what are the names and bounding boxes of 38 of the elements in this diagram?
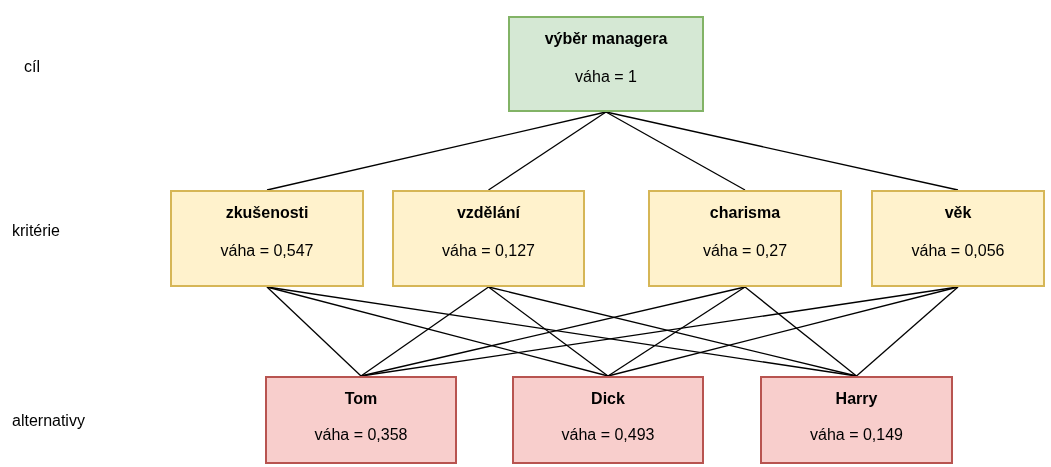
- weight-label: váha = 0,127: [441, 242, 536, 260]
- connector-line: [487, 286, 609, 377]
- connector-line: [855, 286, 959, 377]
- node-title: vzdělání: [455, 204, 522, 222]
- weight-label: váha = 0,27: [701, 242, 789, 260]
- weight-label: váha = 0,149: [809, 426, 904, 444]
- connector-line: [607, 286, 959, 377]
- node-box: [392, 190, 585, 287]
- connector-line: [266, 286, 362, 377]
- node-box: [760, 376, 953, 464]
- weight-label: váha = 0,493: [560, 426, 656, 444]
- node-title: výběr managera: [543, 30, 669, 48]
- node-box: [508, 16, 704, 112]
- level-label: kritérie: [12, 222, 60, 240]
- weight-label: váha = 0,056: [910, 242, 1006, 260]
- weight-label: váha = 1: [574, 68, 638, 86]
- node-title: Harry: [834, 390, 879, 408]
- node-box: [512, 376, 704, 464]
- connector-line: [744, 286, 858, 377]
- connector-line: [607, 286, 746, 377]
- connector-line: [487, 111, 607, 191]
- connector-line: [266, 111, 607, 191]
- connector-line: [605, 111, 959, 191]
- level-label: alternativy: [12, 412, 85, 430]
- node-title: zkušenosti: [224, 204, 310, 222]
- node-title: věk: [943, 204, 973, 222]
- node-box: [648, 190, 842, 287]
- weight-label: váha = 0,547: [219, 242, 315, 260]
- level-label: cíl: [24, 58, 40, 76]
- node-box: [265, 376, 457, 464]
- node-title: Dick: [590, 390, 626, 408]
- node-box: [871, 190, 1045, 287]
- connector-line: [605, 111, 746, 191]
- node-box: [170, 190, 364, 287]
- weight-label: váha = 0,358: [313, 426, 409, 444]
- node-title: Tom: [343, 390, 379, 408]
- connector-line: [360, 286, 490, 377]
- node-title: charisma: [708, 204, 782, 222]
